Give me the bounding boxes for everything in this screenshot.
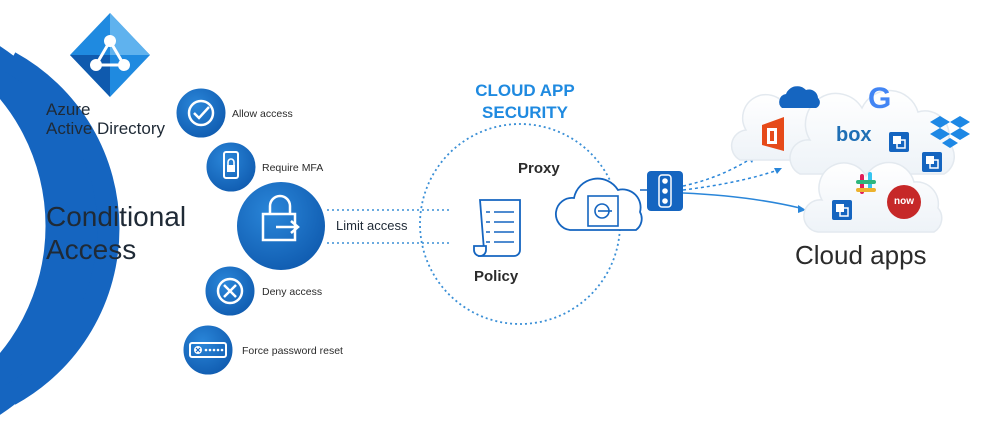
check-icon [187, 99, 215, 127]
allow-access-label: Allow access [232, 108, 293, 120]
password-reset-icon [189, 342, 227, 358]
azure-title-line1: Azure [46, 100, 91, 119]
dropbox-icon [930, 116, 970, 148]
slack-icon [856, 172, 876, 194]
deny-access-label: Deny access [262, 286, 323, 298]
office-icon [762, 117, 784, 151]
conditional-line1: Conditional [46, 201, 187, 232]
servicenow-icon [887, 185, 921, 219]
limit-access-button [233, 178, 329, 274]
google-logo: G [868, 82, 892, 115]
require-mfa-button [203, 139, 259, 195]
require-mfa-label: Require MFA [262, 162, 324, 174]
deny-access-button [202, 263, 258, 319]
proxy-cloud-icon [555, 177, 643, 231]
app-tile-icon-2 [922, 152, 942, 172]
force-password-reset-label: Force password reset [242, 345, 343, 357]
cas-title-line2: SECURITY [482, 103, 568, 122]
azure-ad-logo-icon [70, 13, 150, 97]
servicenow-logo: now [894, 196, 914, 207]
arrows-to-cloud-apps [682, 156, 806, 213]
conditional-access-title: Conditional Access [46, 200, 186, 266]
phone-lock-icon [223, 151, 239, 179]
policy-label: Policy [474, 268, 519, 285]
cas-title-line1: CLOUD APP [475, 81, 575, 100]
azure-title-line2: Active Directory [46, 119, 166, 138]
force-password-reset-button [180, 322, 236, 378]
deny-x-icon [216, 277, 244, 305]
traffic-light-icon [647, 171, 683, 211]
limit-to-cas-connector [327, 209, 452, 244]
cloud-apps-cluster [730, 89, 955, 233]
cas-title: CLOUD APP SECURITY [440, 80, 610, 124]
box-logo: box [836, 124, 872, 146]
allow-access-button [173, 85, 229, 141]
limit-access-label: Limit access [336, 218, 408, 233]
app-tile-icon-3 [832, 200, 852, 220]
onedrive-icon [779, 86, 820, 108]
proxy-label: Proxy [518, 160, 560, 177]
policy-document-icon [473, 199, 521, 257]
cloud-apps-label: Cloud apps [795, 240, 927, 270]
conditional-access-arc [0, 46, 120, 415]
app-tile-icon-1 [889, 132, 909, 152]
limit-access-icon [261, 194, 300, 242]
conditional-line2: Access [46, 234, 137, 265]
azure-ad-title: Azure Active Directory [46, 100, 165, 138]
